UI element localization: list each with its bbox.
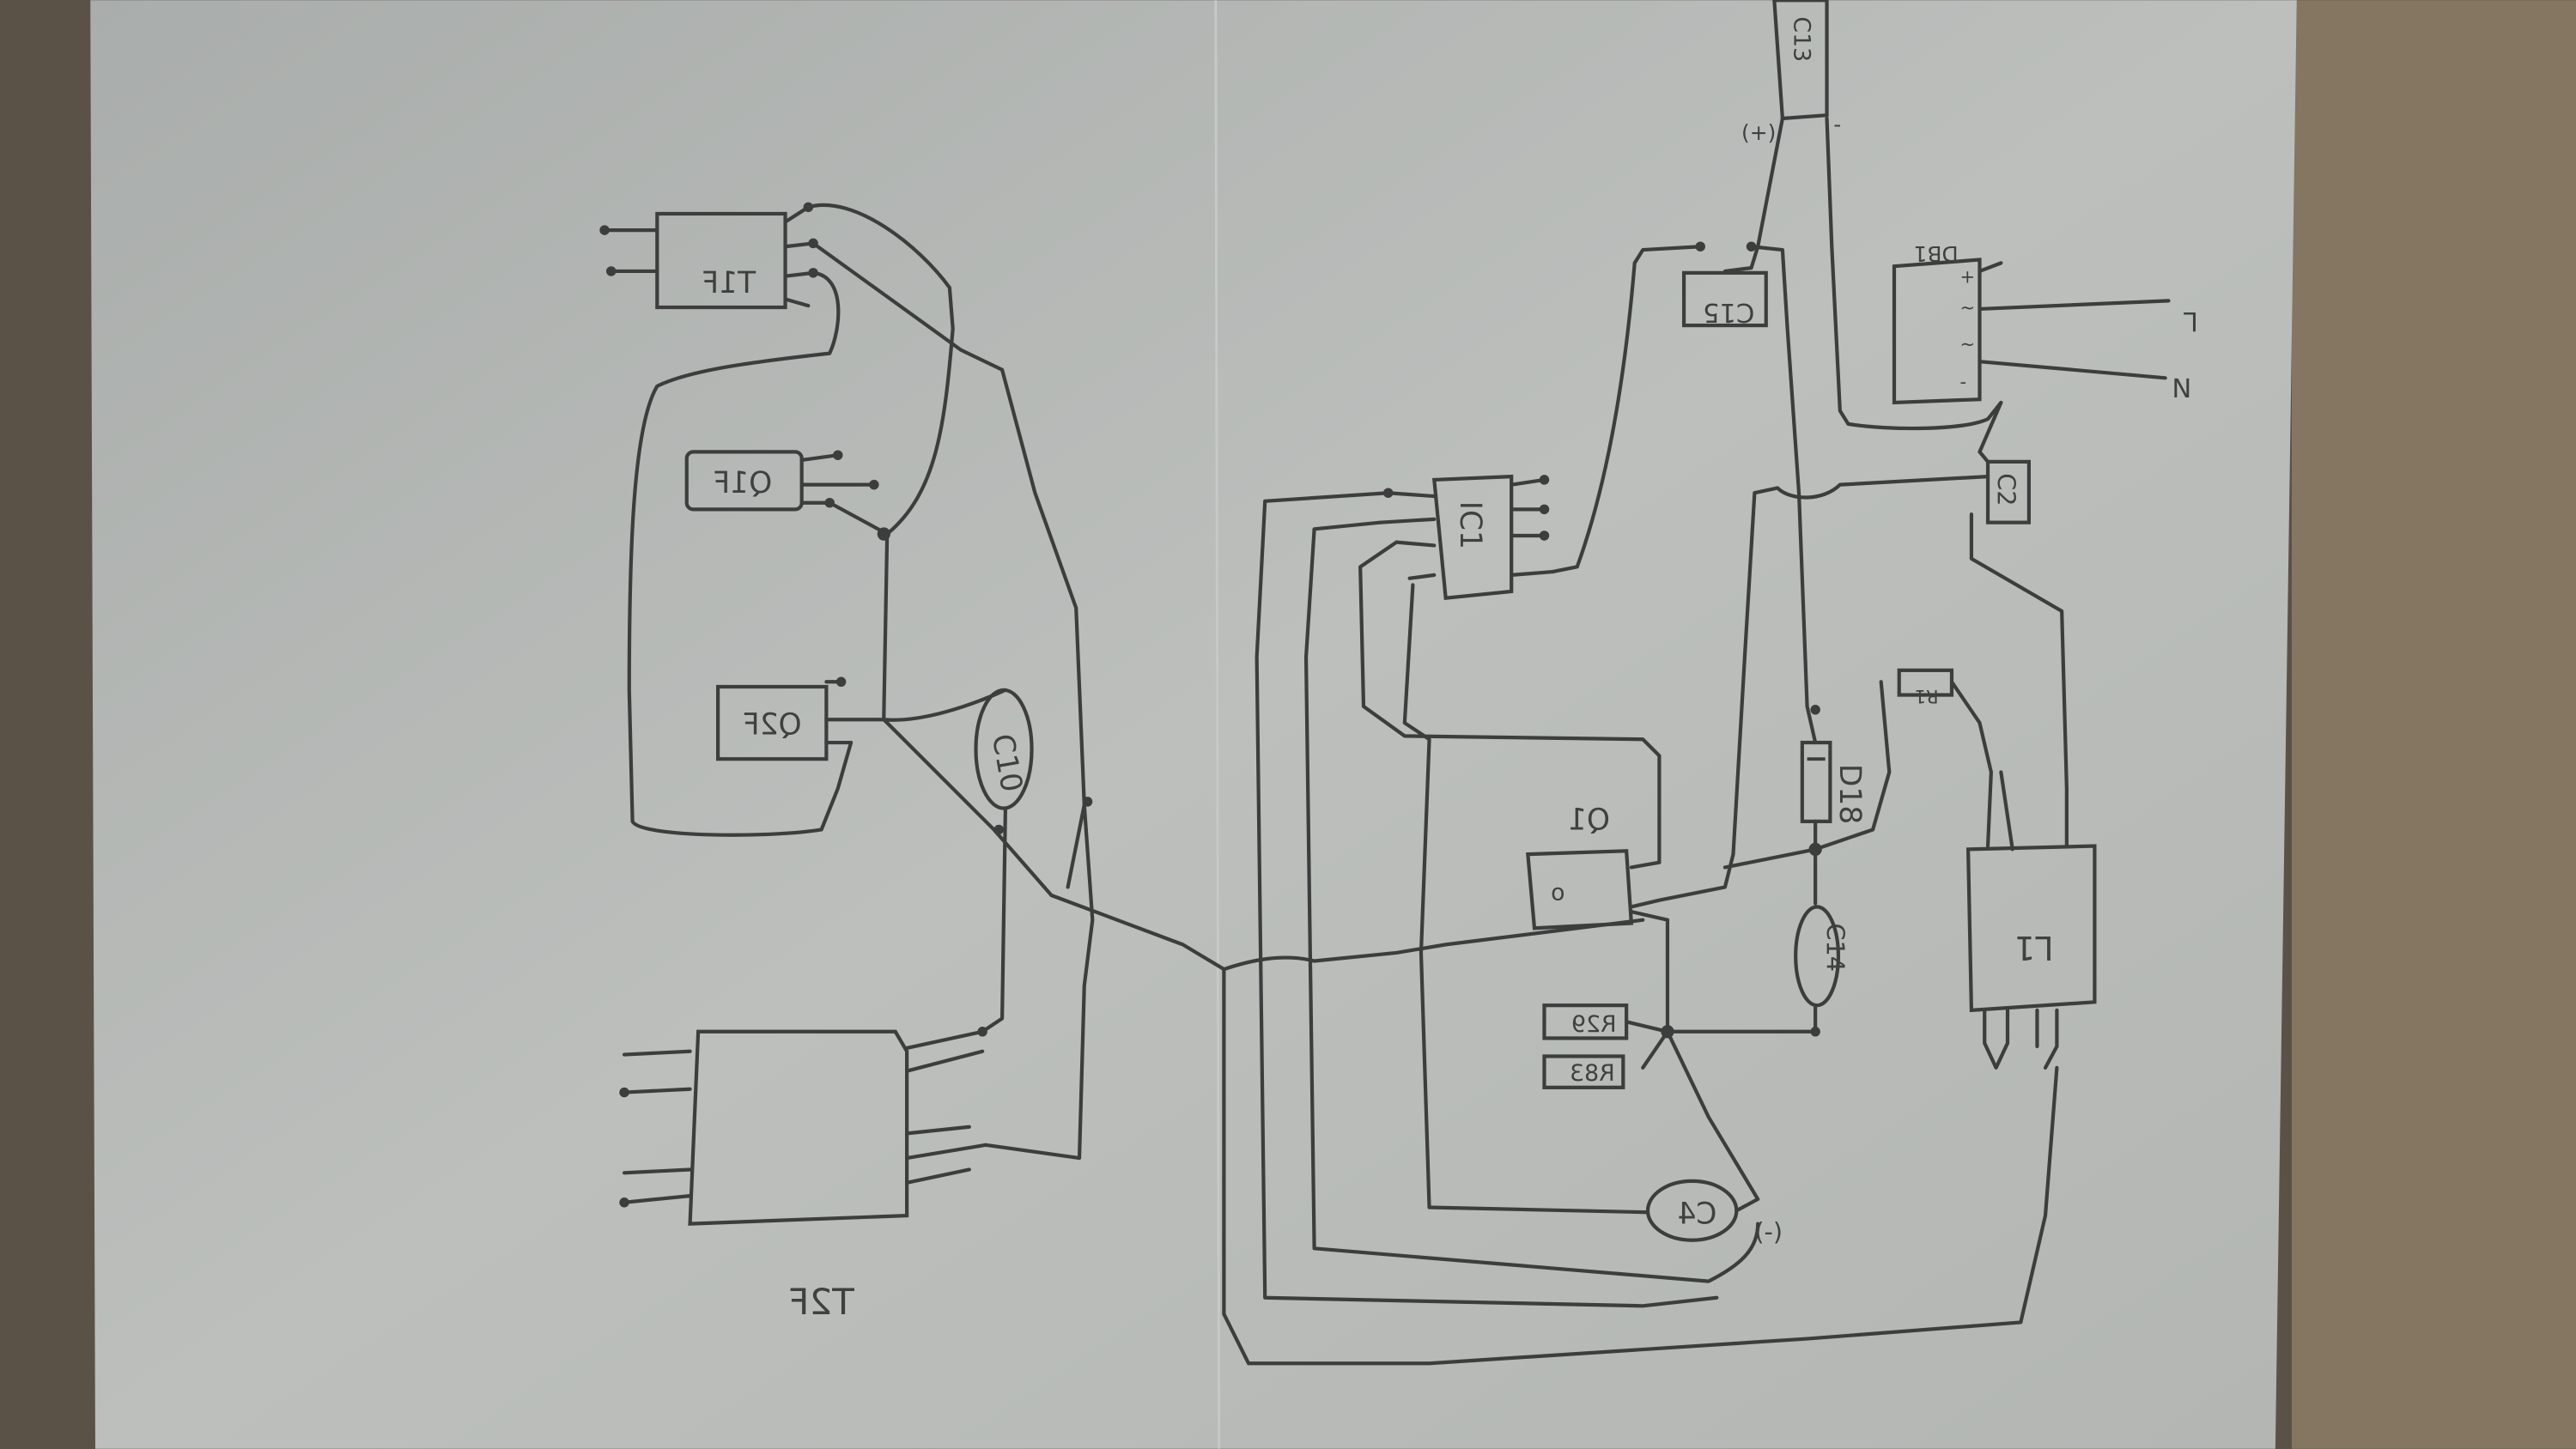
r1-resistor: R1	[1897, 668, 1954, 707]
line-n-label: N	[2172, 374, 2191, 404]
line-l-label: L	[2184, 306, 2198, 336]
l1-inductor: L1	[1965, 844, 2097, 1070]
c14-capacitor: C14	[1794, 905, 1850, 1008]
paper-sheet	[90, 0, 2297, 1449]
c14-label: C14	[1821, 924, 1850, 973]
r83-resistor: R83	[1542, 1054, 1625, 1089]
right-wires	[1222, 116, 2069, 1366]
r83-label: R83	[1570, 1060, 1615, 1087]
t1f-label: T1F	[702, 266, 756, 300]
c13-polarity-plus: (+)	[1741, 120, 1776, 145]
db1-pin-minus: -	[1960, 371, 1967, 392]
left-wires	[627, 203, 1645, 1161]
q1-label: Q1	[1568, 803, 1610, 837]
c4-label: C4	[1677, 1197, 1716, 1232]
c13-polarity-minus: -	[1833, 112, 1841, 136]
ic1-chip: IC1	[1378, 474, 1555, 600]
c13-label: C13	[1788, 16, 1814, 62]
q1-transistor: Q1 o	[1526, 803, 1634, 931]
c13-capacitor: C13 (+) -	[1741, 0, 1841, 145]
q1f-label: Q1F	[713, 466, 772, 500]
r1-label: R1	[1915, 686, 1939, 707]
q1f-transistor: Q1F	[684, 450, 879, 512]
l1-label: L1	[2014, 928, 2054, 967]
q2f-transistor: Q2F	[715, 676, 886, 761]
c2-capacitor: C2	[1985, 459, 2031, 524]
db1-pin-plus: +	[1960, 265, 1976, 287]
q1-pin-mark: o	[1551, 880, 1564, 906]
db1-pin-ac2: ~	[1960, 333, 1976, 355]
c2-label: C2	[1992, 473, 2021, 506]
d18-label: D18	[1832, 764, 1867, 824]
paper-fold	[1214, 0, 1221, 1449]
ic1-label: IC1	[1453, 501, 1487, 549]
table-edge-right	[2292, 0, 2576, 1449]
r29-label: R29	[1571, 1011, 1617, 1038]
db1-pin-ac1: ~	[1960, 297, 1976, 318]
db1-bridge-rectifier: DB1 + ~ ~ - L N	[1892, 241, 2198, 404]
q2f-label: Q2F	[743, 707, 802, 742]
t2f-label: T2F	[788, 1281, 855, 1323]
c4-polarity: (-)	[1754, 1217, 1783, 1246]
db1-label: DB1	[1914, 241, 1959, 266]
t2f-transformer: T2F	[619, 1027, 988, 1323]
c15-label: C15	[1703, 297, 1754, 327]
